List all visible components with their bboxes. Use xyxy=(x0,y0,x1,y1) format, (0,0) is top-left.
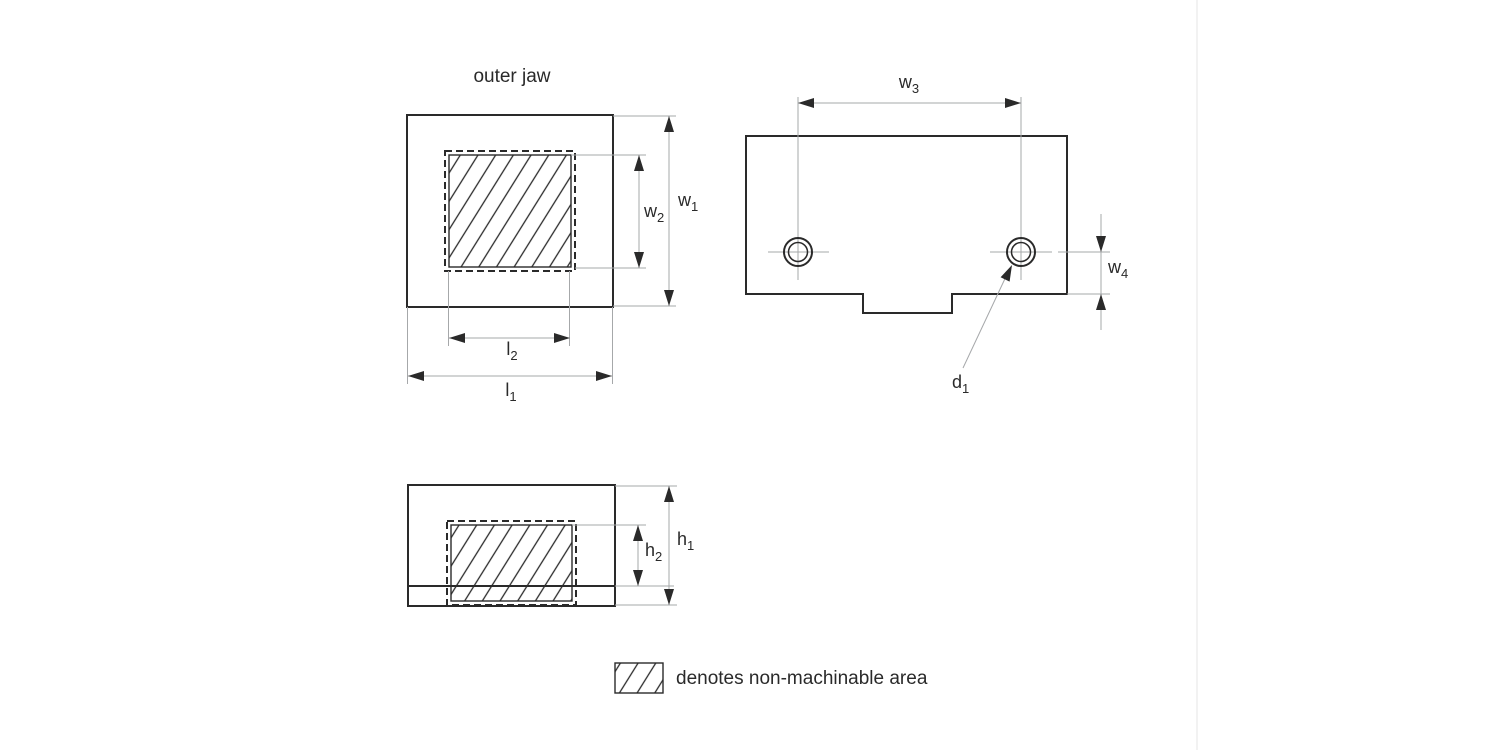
label-w2: w2 xyxy=(643,201,664,225)
legend-text: denotes non-machinable area xyxy=(676,668,928,689)
arrowhead-d1 xyxy=(1000,265,1012,282)
right-hole-inner xyxy=(1010,241,1032,263)
label-h1: h1 xyxy=(677,529,694,553)
arrowhead-w1-down xyxy=(664,290,674,306)
label-w3: w3 xyxy=(898,72,919,96)
front-dashed-boundary xyxy=(444,150,576,272)
arrowhead-h1-down xyxy=(664,589,674,605)
top-view-outline xyxy=(745,135,1068,314)
arrowhead-h2-down xyxy=(633,570,643,586)
top-view: w3 w4 d1 xyxy=(745,72,1128,396)
arrowhead-h2-up xyxy=(633,525,643,541)
arrowhead-w2-down xyxy=(634,252,644,268)
side-view: h2 h1 xyxy=(407,484,694,607)
arrowhead-l1-right xyxy=(596,371,612,381)
arrowhead-h1-up xyxy=(664,486,674,502)
label-l2: l2 xyxy=(506,339,517,363)
arrowhead-l1-left xyxy=(408,371,424,381)
arrowhead-l2-left xyxy=(449,333,465,343)
front-view-outline xyxy=(406,114,614,308)
left-hole-inner xyxy=(787,241,809,263)
legend: denotes non-machinable area xyxy=(614,662,928,694)
leader-line-d1 xyxy=(962,267,1011,369)
side-non-machinable-area xyxy=(450,524,573,602)
front-view: outer jaw w2 w1 l2 l1 xyxy=(406,66,698,404)
arrowhead-w4-down xyxy=(1096,236,1106,252)
left-hole-outer xyxy=(783,237,813,267)
label-w1: w1 xyxy=(677,190,698,214)
arrowhead-w3-right xyxy=(1005,98,1021,108)
arrowhead-w4-up xyxy=(1096,294,1106,310)
legend-hatch-swatch xyxy=(614,662,664,694)
front-non-machinable-area xyxy=(448,154,572,268)
arrowhead-l2-right xyxy=(554,333,570,343)
label-d1: d1 xyxy=(952,372,969,396)
label-l1: l1 xyxy=(505,380,516,404)
side-dashed-boundary xyxy=(446,520,577,606)
view-title: outer jaw xyxy=(473,66,550,87)
arrowhead-w3-left xyxy=(798,98,814,108)
label-h2: h2 xyxy=(645,540,662,564)
label-w4: w4 xyxy=(1107,257,1128,281)
right-hole-outer xyxy=(1006,237,1036,267)
arrowhead-w1-up xyxy=(664,116,674,132)
arrowhead-w2-up xyxy=(634,155,644,171)
